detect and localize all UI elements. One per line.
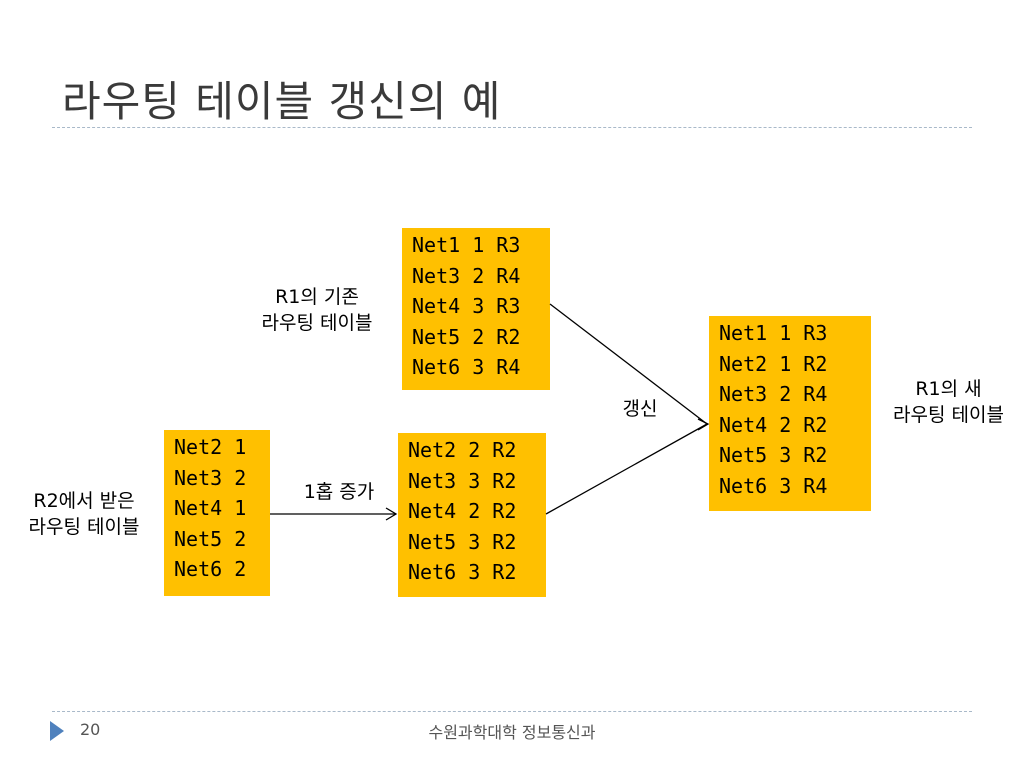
page-number: 20: [80, 720, 101, 739]
r1-new-table: Net1 1 R3 Net2 1 R2 Net3 2 R4 Net4 2 R2 …: [709, 316, 871, 511]
table-row: Net1 1 R3: [719, 321, 828, 345]
table-row: Net3 2 R4: [412, 263, 521, 288]
triangle-icon: [50, 721, 64, 741]
caption-line: R1의 기존: [275, 286, 359, 308]
table-row: Net3 3 R2: [408, 468, 517, 493]
slide-title: 라우팅 테이블 갱신의 예: [62, 77, 502, 126]
arrowhead-icon: [697, 418, 710, 431]
table-row: Net3 2 R4: [719, 382, 828, 406]
table-row: Net5 2 R2: [412, 324, 521, 349]
footer-divider: [52, 711, 972, 712]
table-row: Net2 1 R2: [719, 351, 828, 376]
footer-text: 수원과학대학 정보통신과: [428, 723, 596, 742]
table-row: Net4 2 R2: [408, 499, 517, 523]
hop-incremented-table: Net2 2 R2 Net3 3 R2 Net4 2 R2 Net5 3 R2 …: [398, 433, 546, 597]
table-row: Net6 2: [174, 557, 247, 581]
table-row: Net6 3 R4: [719, 473, 828, 498]
table-row: Net4 1: [174, 496, 247, 520]
table-row: Net6 3 R4: [412, 355, 521, 379]
caption-line: 라우팅 테이블: [28, 516, 140, 538]
table-row: Net5 3 R2: [408, 529, 517, 554]
r1-existing-table: Net1 1 R3 Net3 2 R4 Net4 3 R3 Net5 2 R2 …: [402, 228, 550, 390]
table-row: Net5 3 R2: [719, 443, 828, 467]
incremented-to-new-arrow: [545, 423, 708, 515]
table-row: Net4 3 R3: [412, 294, 521, 318]
table-row: Net4 2 R2: [719, 412, 828, 437]
hop-increase-label: 1홉 증가: [303, 481, 375, 503]
arrowhead-icon: [385, 507, 398, 521]
table-row: Net1 1 R3: [412, 233, 521, 257]
caption-line: 라우팅 테이블: [893, 404, 1004, 426]
table-row: Net2 1: [174, 435, 247, 459]
r1-new-caption: R1의 새 라우팅 테이블: [873, 376, 1024, 428]
update-label: 갱신: [622, 398, 658, 420]
old-to-new-arrow: [549, 303, 708, 425]
caption-line: R1의 새: [915, 378, 982, 400]
title-divider: [52, 127, 972, 128]
table-row: Net2 2 R2: [408, 438, 517, 462]
table-row: Net3 2: [174, 465, 247, 490]
table-row: Net5 2: [174, 526, 247, 551]
r2-received-table: Net2 1 Net3 2 Net4 1 Net5 2 Net6 2: [164, 430, 270, 596]
r1-existing-caption: R1의 기존 라우팅 테이블: [234, 284, 400, 336]
caption-line: 라우팅 테이블: [261, 312, 373, 334]
r2-received-caption: R2에서 받은 라우팅 테이블: [4, 488, 164, 540]
caption-line: R2에서 받은: [33, 490, 135, 512]
table-row: Net6 3 R2: [408, 560, 517, 584]
